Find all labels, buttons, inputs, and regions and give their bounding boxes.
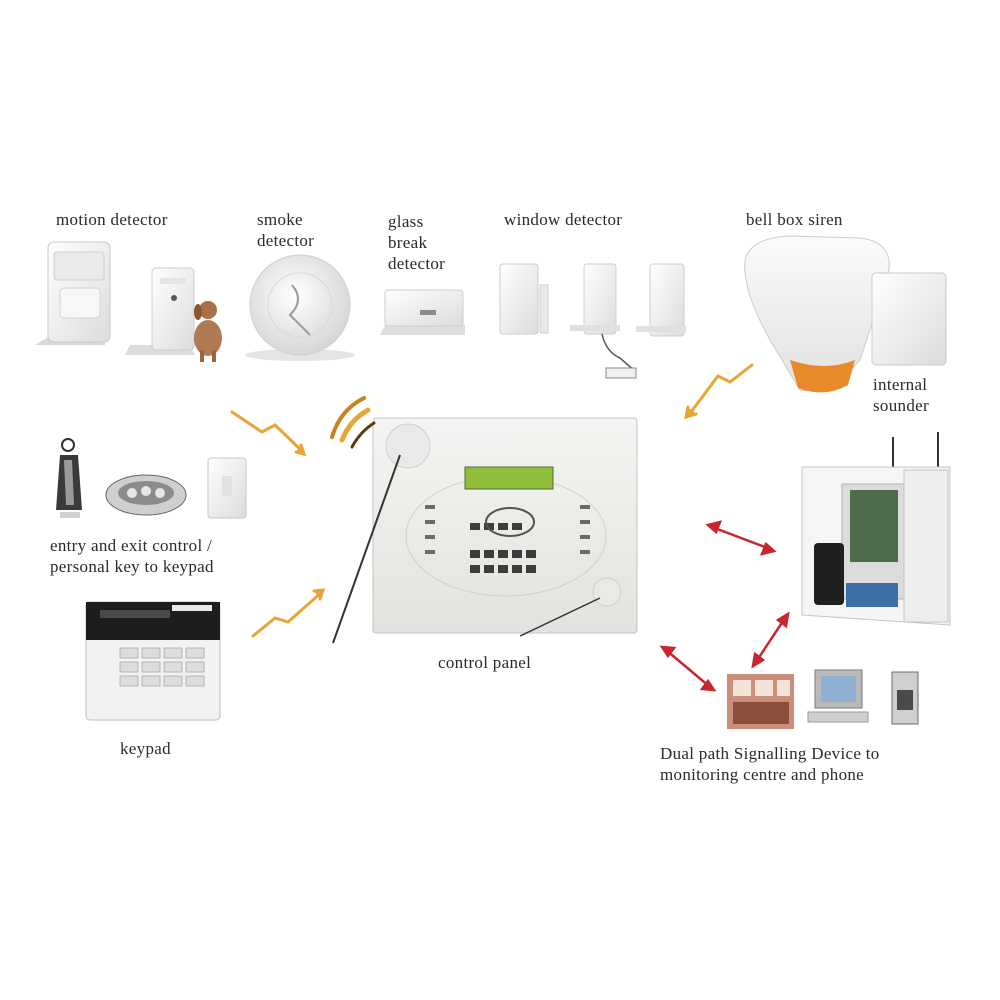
- arrow-icon: [705, 520, 777, 556]
- label-glass-break-detector: glass break detector: [388, 212, 446, 273]
- window-contact-icon: [636, 263, 686, 337]
- monitoring-room-icon: [727, 674, 794, 729]
- dog-icon: [194, 301, 222, 362]
- arrow-icon: [684, 363, 754, 420]
- control-panel-icon: [332, 417, 638, 644]
- window-detector-group: [499, 263, 686, 379]
- wireless-signal-icon: [330, 396, 376, 449]
- siren-icon: [744, 235, 890, 393]
- monitoring-centre-group: [727, 669, 919, 729]
- arrow-icon: [251, 588, 326, 638]
- monitoring-pc-icon: [807, 669, 869, 723]
- key-fob-icon: [56, 438, 82, 518]
- internal-sounder-icon: [871, 272, 947, 366]
- window-contact-icon: [499, 263, 549, 335]
- pet-motion-sensor-icon: [125, 267, 195, 355]
- arrow-icon: [230, 410, 307, 457]
- arrow-icon: [751, 611, 790, 669]
- label-internal-sounder: internal sounder: [873, 375, 929, 415]
- remote-button-icon: [207, 457, 247, 519]
- smoke-detector-icon: [245, 254, 355, 361]
- label-bell-box-siren: bell box siren: [746, 210, 843, 229]
- glass-break-sensor-icon: [380, 289, 465, 335]
- label-window-detector: window detector: [504, 210, 623, 229]
- remote-group: [56, 438, 247, 519]
- arrow-icon: [659, 645, 717, 692]
- motion-sensor-icon: [35, 241, 111, 345]
- label-smoke-detector: smoke detector: [257, 210, 315, 250]
- keypad-icon: [85, 601, 221, 721]
- signal-arrows: [230, 363, 790, 692]
- key-fob-icon: [105, 474, 187, 516]
- label-communicator: Dual path Signalling Device to monitorin…: [660, 744, 880, 784]
- label-control-panel: control panel: [438, 653, 532, 672]
- computer-tower-icon: [891, 671, 919, 725]
- communicator-cabinet-icon: [801, 432, 951, 626]
- label-keypad: keypad: [120, 739, 171, 758]
- motion-detector-group: [35, 241, 222, 362]
- window-contact-icon: [570, 263, 637, 379]
- label-remote: entry and exit control / personal key to…: [50, 536, 214, 576]
- label-motion-detector: motion detector: [56, 210, 168, 229]
